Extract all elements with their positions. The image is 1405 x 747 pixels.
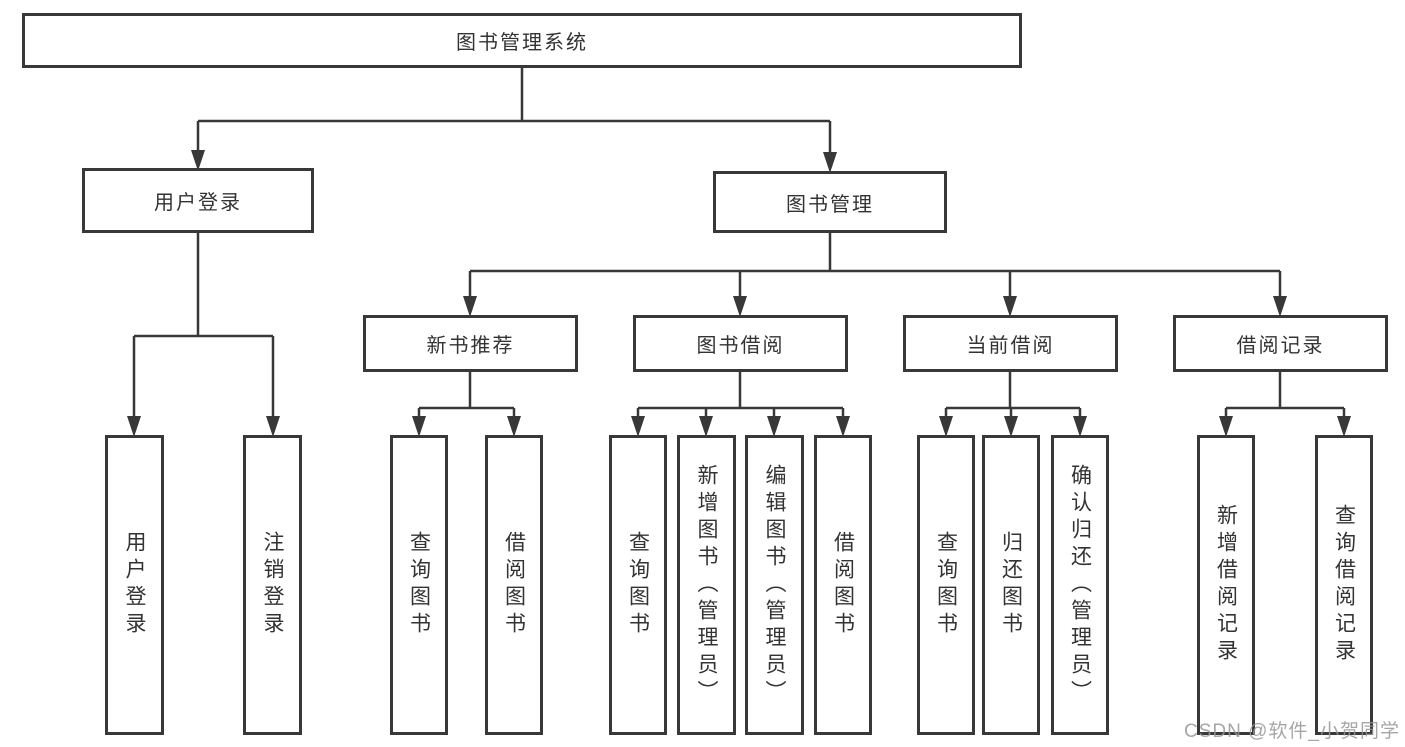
- leaf-query-books-recommend: 查询图书: [390, 435, 448, 735]
- node-new-book-recommend: 新书推荐: [363, 315, 578, 372]
- node-current-borrow: 当前借阅: [903, 315, 1118, 372]
- leaf-borrow-books-recommend: 借阅图书: [485, 435, 543, 735]
- node-book-borrow: 图书借阅: [633, 315, 848, 372]
- node-book-management: 图书管理: [713, 171, 947, 233]
- leaf-logout: 注销登录: [243, 435, 302, 735]
- node-root: 图书管理系统: [22, 13, 1022, 68]
- leaf-query-books-borrow: 查询图书: [609, 435, 667, 735]
- leaf-query-borrow-record: 查询借阅记录: [1315, 435, 1373, 735]
- leaf-query-books-current: 查询图书: [917, 435, 975, 735]
- leaf-edit-books-admin: 编辑图书（管理员）: [745, 435, 804, 735]
- leaf-user-login: 用户登录: [105, 435, 164, 735]
- leaf-confirm-return-admin: 确认归还（管理员）: [1051, 435, 1109, 735]
- leaf-return-books: 归还图书: [982, 435, 1040, 735]
- leaf-add-borrow-record: 新增借阅记录: [1197, 435, 1255, 735]
- node-borrow-records: 借阅记录: [1173, 315, 1388, 372]
- leaf-add-books-admin: 新增图书（管理员）: [677, 435, 736, 735]
- node-user-login: 用户登录: [82, 168, 314, 233]
- leaf-borrow-books: 借阅图书: [814, 435, 872, 735]
